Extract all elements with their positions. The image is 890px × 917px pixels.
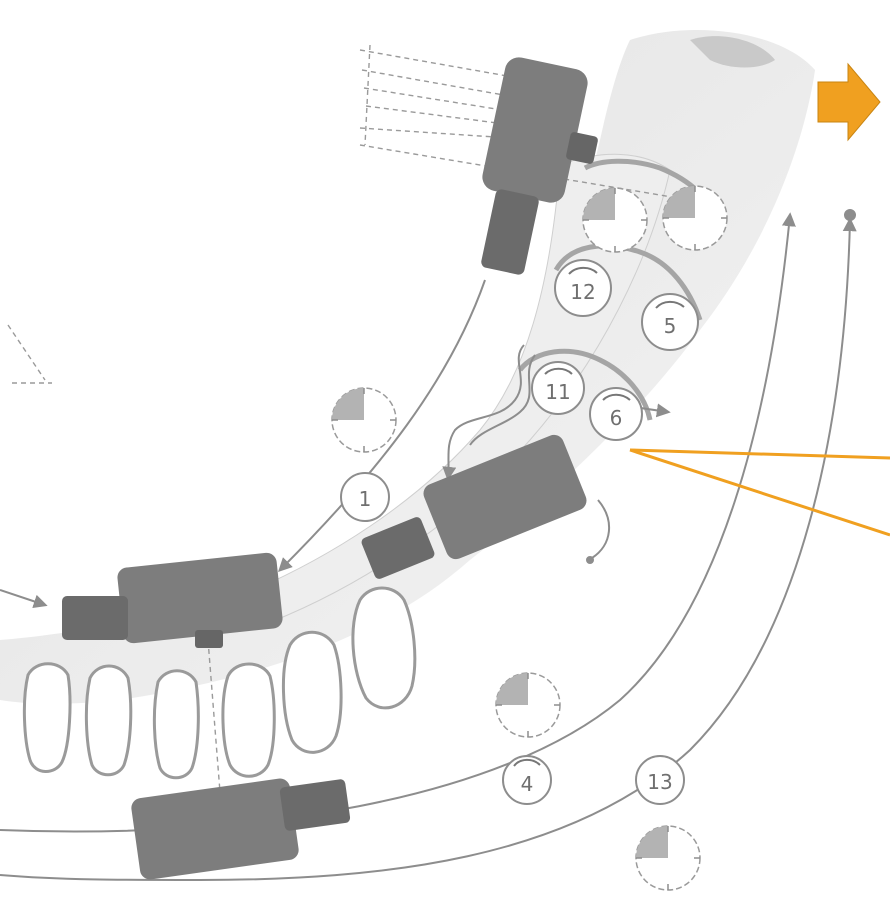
curl-dot — [587, 557, 593, 563]
device-shaft — [62, 596, 128, 640]
step-marker-12: 12 — [555, 260, 611, 316]
tooth — [154, 671, 198, 778]
clock-dial-icon — [496, 673, 560, 737]
arrow-right-icon[interactable] — [818, 64, 880, 140]
clock-dial-icon — [583, 188, 647, 252]
step-label: 4 — [521, 772, 534, 796]
tooth — [24, 664, 70, 772]
device-shaft — [279, 779, 350, 832]
step-label: 5 — [664, 314, 677, 338]
step-label: 6 — [610, 406, 623, 430]
callout-line — [630, 450, 890, 535]
callout-line — [630, 450, 890, 458]
dashed-line — [365, 45, 370, 145]
step-marker-4: 4 — [503, 756, 551, 804]
clock-fill-wedge — [332, 388, 364, 420]
device-bottom — [130, 777, 351, 880]
device-tip — [565, 131, 598, 164]
device-shaft — [480, 188, 540, 275]
arrow-left-in — [0, 590, 45, 605]
step-label: 1 — [359, 487, 372, 511]
tooth — [353, 588, 415, 708]
step-label: 11 — [545, 380, 570, 404]
tooth — [223, 664, 274, 776]
clock-fill-wedge — [636, 826, 668, 858]
clock-dial-icon — [332, 388, 396, 452]
tooth — [86, 666, 130, 775]
device-stem — [195, 630, 223, 648]
arc-end-dot — [845, 210, 855, 220]
tooth — [283, 632, 341, 752]
dashed-line — [8, 325, 45, 380]
step-marker-5: 5 — [642, 294, 698, 350]
curl-path — [592, 500, 609, 558]
step-label: 13 — [647, 770, 672, 794]
clock-fill-wedge — [496, 673, 528, 705]
clock-dial-icon — [663, 186, 727, 250]
step-marker-11: 11 — [532, 362, 584, 414]
step-label: 12 — [570, 280, 595, 304]
step-marker-1: 1 — [341, 473, 389, 521]
step-marker-6: 6 — [590, 388, 642, 440]
callout-lines — [630, 450, 890, 535]
step-marker-13: 13 — [636, 756, 684, 804]
clock-dial-icon — [636, 826, 700, 890]
device-head — [130, 777, 300, 880]
